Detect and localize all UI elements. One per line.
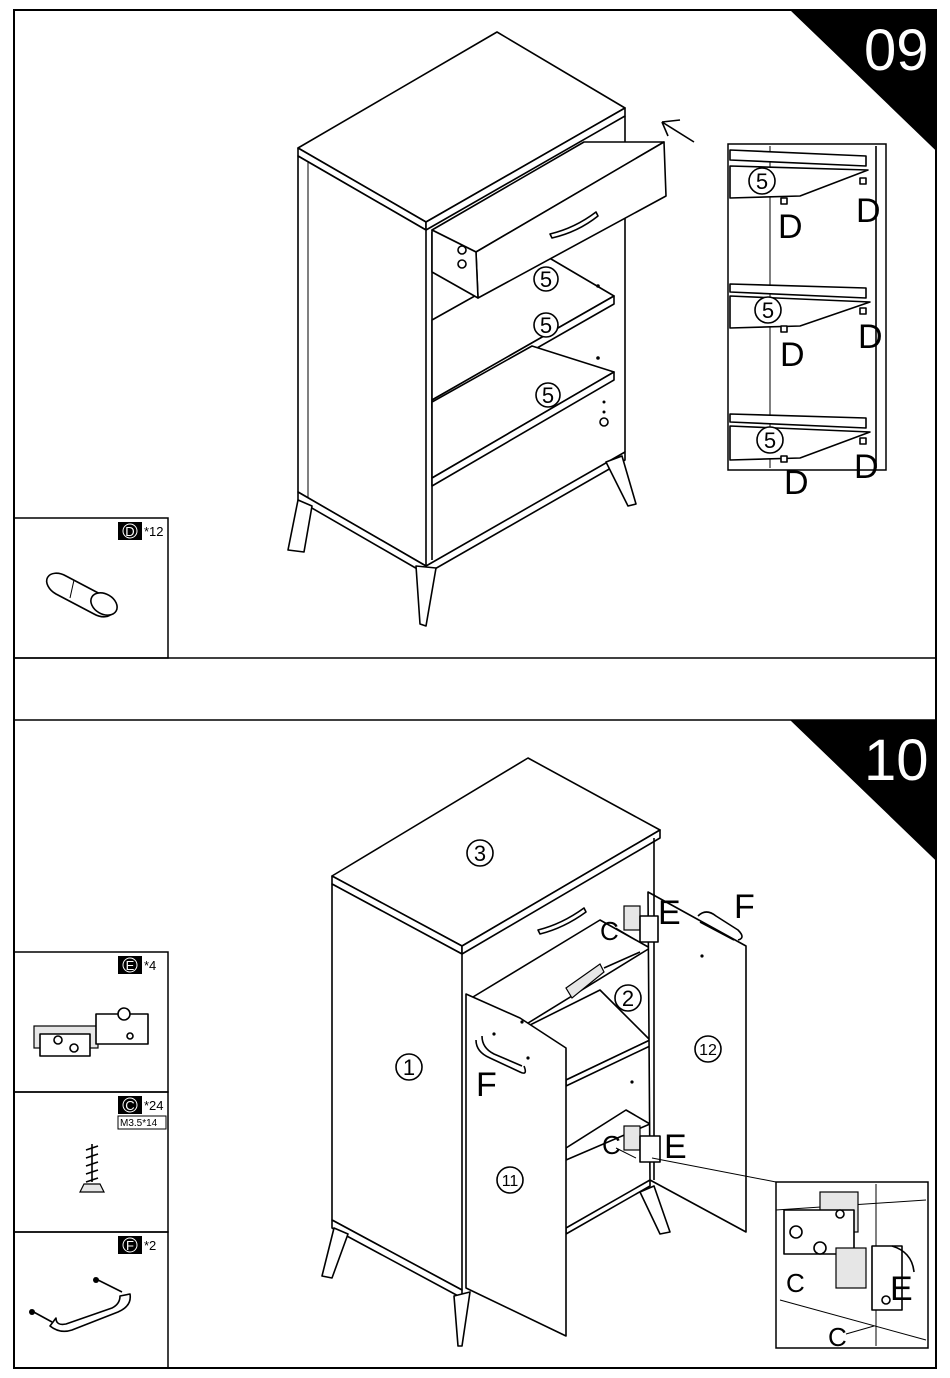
detail-pin-label-4: D — [858, 318, 883, 356]
detail-pin-label-1: D — [778, 208, 803, 246]
part-d-qty: *12 — [144, 524, 164, 539]
parts-column-10: E *4 C *24 M3.5* — [14, 952, 168, 1368]
detail-label-screw-a: C — [786, 1268, 805, 1298]
label-screw-bottom: C — [602, 1130, 621, 1160]
callout-10-left-side: 1 — [396, 1054, 422, 1080]
handle-icon — [29, 1277, 130, 1331]
label-screw-top: C — [600, 916, 619, 946]
svg-text:3: 3 — [474, 841, 486, 866]
detail-shelf-label-3: 5 — [757, 427, 783, 453]
screw-icon — [80, 1144, 104, 1192]
detail-label-hinge: E — [890, 1270, 913, 1308]
push-arrow — [662, 120, 694, 142]
part-f-letter: F — [126, 1238, 134, 1253]
part-box-e: E *4 — [14, 952, 168, 1092]
svg-text:5: 5 — [542, 383, 554, 408]
step-10: 10 — [14, 720, 936, 1368]
detail-pin-label-2: D — [856, 192, 881, 230]
svg-text:1: 1 — [403, 1055, 415, 1080]
detail-inset-10: C E C — [776, 1182, 928, 1352]
callout-09-shelf-a: 5 — [534, 267, 558, 292]
callout-10-top: 3 — [467, 840, 493, 866]
detail-pin-label-5: D — [784, 464, 809, 502]
part-c-letter: C — [125, 1098, 134, 1113]
step-10-number: 10 — [864, 728, 929, 793]
part-c-spec: M3.5*14 — [120, 1118, 158, 1129]
detail-shelf-label-2: 5 — [755, 297, 781, 323]
svg-text:12: 12 — [699, 1042, 717, 1059]
svg-text:11: 11 — [502, 1173, 519, 1190]
cabinet-10 — [322, 758, 746, 1346]
part-e-qty: *4 — [144, 958, 156, 973]
callout-10-shelf: 2 — [615, 985, 641, 1011]
label-hinge-top: E — [658, 894, 681, 932]
svg-text:5: 5 — [764, 428, 776, 453]
svg-text:5: 5 — [540, 313, 552, 338]
detail-shelf-label-1: 5 — [749, 168, 775, 194]
step-09: 09 — [14, 10, 936, 658]
label-hinge-bottom: E — [664, 1128, 687, 1166]
shelf-pin-icon — [47, 573, 121, 619]
detail-pin-label-3: D — [780, 336, 805, 374]
part-box-d: D *12 — [14, 518, 168, 658]
part-box-f: F *2 — [14, 1232, 168, 1368]
svg-text:5: 5 — [762, 298, 774, 323]
label-handle-right: F — [734, 888, 755, 926]
detail-inset-09: 5 5 5 D D D D D D — [728, 144, 886, 502]
callout-09-shelf-b: 5 — [534, 313, 558, 338]
callout-09-shelf-c: 5 — [536, 383, 560, 408]
hinge-icon — [34, 1008, 148, 1056]
part-f-qty: *2 — [144, 1238, 156, 1253]
detail-label-screw-b: C — [828, 1322, 847, 1352]
part-c-qty: *24 — [144, 1098, 164, 1113]
callout-10-right-door: 12 — [695, 1036, 721, 1062]
label-handle-left: F — [476, 1066, 497, 1104]
step-09-number: 09 — [864, 18, 929, 83]
svg-text:2: 2 — [622, 986, 634, 1011]
callout-10-left-door: 11 — [497, 1167, 523, 1193]
part-e-letter: E — [126, 958, 135, 973]
part-box-c: C *24 M3.5*14 — [14, 1092, 168, 1232]
svg-text:5: 5 — [540, 267, 552, 292]
detail-pin-label-6: D — [854, 448, 879, 486]
svg-text:5: 5 — [756, 169, 768, 194]
cabinet-09 — [288, 32, 666, 626]
part-d-letter: D — [125, 524, 134, 539]
